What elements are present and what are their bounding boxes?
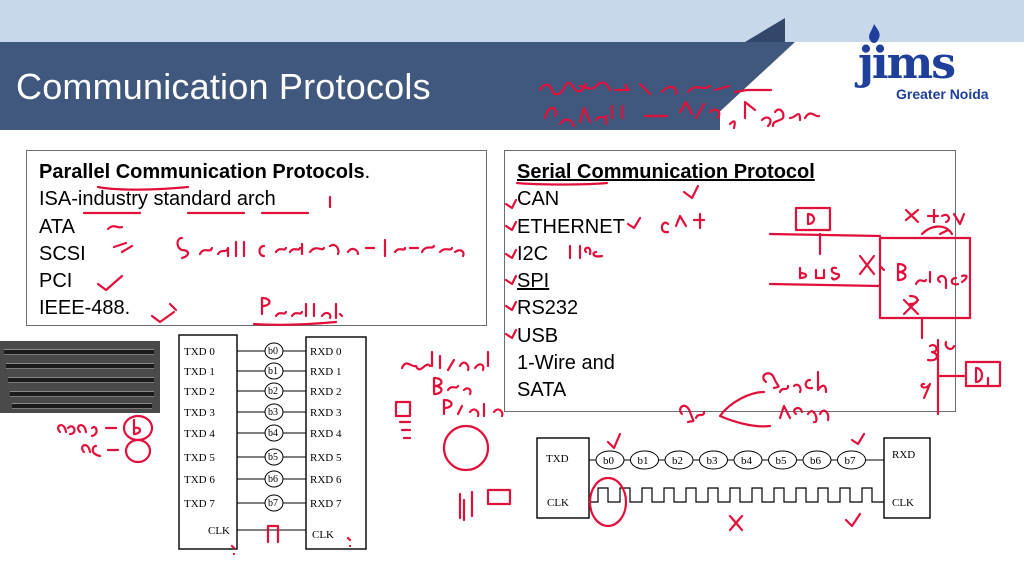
parallel-bit-label: b3 bbox=[268, 407, 278, 418]
parallel-rxd-label: RXD 6 bbox=[310, 474, 342, 486]
parallel-rxd-label: RXD 5 bbox=[310, 452, 342, 464]
serial-bit-label: b1 bbox=[638, 455, 649, 467]
header-top-band bbox=[0, 0, 1024, 42]
serial-protocols-box: Serial Communication Protocol CAN ETHERN… bbox=[504, 150, 956, 412]
slide-title: Communication Protocols bbox=[16, 66, 431, 107]
serial-clock-waveform bbox=[589, 487, 884, 503]
serial-item: SATA bbox=[517, 379, 567, 402]
serial-item: RS232 bbox=[517, 297, 579, 320]
parallel-clk-right-label: CLK bbox=[312, 529, 334, 541]
parallel-rxd-label: RXD 2 bbox=[310, 386, 341, 398]
serial-bit-circle bbox=[802, 450, 832, 470]
parallel-bit-circle bbox=[264, 424, 284, 442]
serial-transmission-diagram: TXD CLK RXD CLK b0 b1 b2 b3 b4 b5 b6 b7 bbox=[536, 437, 931, 519]
serial-clk-left-label: CLK bbox=[547, 497, 569, 509]
serial-bit-label: b0 bbox=[603, 455, 615, 467]
serial-bit-circle bbox=[630, 450, 659, 470]
parallel-protocols-box: Parallel Communication Protocols. ISA-in… bbox=[26, 150, 487, 326]
parallel-bit-circle bbox=[264, 403, 284, 421]
parallel-heading: Parallel Communication Protocols bbox=[39, 161, 365, 183]
parallel-bit-label: b6 bbox=[268, 474, 278, 485]
serial-item: I2C bbox=[517, 242, 549, 265]
parallel-txd-label: TXD 5 bbox=[184, 452, 215, 464]
serial-item: ETHERNET bbox=[517, 215, 625, 238]
flame-icon bbox=[869, 24, 880, 43]
parallel-txd-label: TXD 6 bbox=[184, 474, 215, 486]
institute-logo: jims Greater Noida bbox=[858, 24, 1018, 104]
serial-bit-label: b6 bbox=[810, 455, 822, 467]
title-bar-tail bbox=[700, 42, 795, 130]
parallel-bit-label: b5 bbox=[268, 452, 278, 463]
parallel-rxd-label: RXD 1 bbox=[310, 366, 341, 378]
serial-rxd-label: RXD bbox=[892, 449, 915, 461]
parallel-txd-label: TXD 2 bbox=[184, 386, 215, 398]
parallel-clk-left-label: CLK bbox=[208, 525, 230, 537]
serial-bit-label: b4 bbox=[741, 455, 753, 467]
parallel-rxd-label: RXD 3 bbox=[310, 407, 342, 419]
parallel-rxd-label: RXD 0 bbox=[310, 346, 342, 358]
parallel-item: PCI bbox=[39, 270, 73, 293]
parallel-bit-label: b7 bbox=[268, 498, 278, 509]
serial-bit-circle bbox=[595, 450, 625, 470]
serial-bit-label: b5 bbox=[776, 455, 788, 467]
parallel-item: ATA bbox=[39, 215, 75, 238]
serial-item: USB bbox=[517, 324, 559, 347]
parallel-bit-circle bbox=[264, 342, 284, 360]
parallel-txd-label: TXD 4 bbox=[184, 428, 215, 440]
title-accent-shape bbox=[745, 18, 785, 42]
parallel-rxd-label: RXD 4 bbox=[310, 428, 342, 440]
parallel-bit-circle bbox=[264, 470, 284, 488]
serial-bit-circle bbox=[664, 450, 694, 470]
serial-bit-label: b7 bbox=[845, 455, 857, 467]
serial-bit-circle bbox=[699, 450, 728, 470]
logo-wordmark: jims bbox=[858, 38, 956, 89]
serial-item: SPI bbox=[517, 270, 550, 293]
parallel-txd-label: TXD 7 bbox=[184, 498, 215, 510]
serial-item: 1-Wire and bbox=[517, 352, 615, 375]
serial-item: CAN bbox=[517, 188, 560, 211]
parallel-heading-line: Parallel Communication Protocols. bbox=[39, 159, 486, 186]
parallel-item: SCSI bbox=[39, 242, 86, 265]
parallel-bit-circle bbox=[264, 494, 284, 512]
parallel-rxd-label: RXD 7 bbox=[310, 498, 342, 510]
parallel-bit-label: b1 bbox=[268, 366, 278, 377]
parallel-bit-label: b0 bbox=[268, 346, 278, 357]
serial-heading: Serial Communication Protocol bbox=[517, 161, 815, 183]
parallel-txd-label: TXD 1 bbox=[184, 366, 215, 378]
parallel-txd-label: TXD 0 bbox=[184, 346, 215, 358]
parallel-bit-label: b2 bbox=[268, 386, 278, 397]
parallel-heading-period: . bbox=[364, 161, 371, 183]
parallel-bit-label: b4 bbox=[268, 428, 278, 439]
serial-txd-label: TXD bbox=[546, 453, 569, 465]
parallel-transmission-diagram: TXD 0 b0 RXD 0 TXD 1 b1 RXD 1 TXD 2 b2 RXD 2 TXD … bbox=[178, 334, 367, 550]
parallel-txd-label: TXD 3 bbox=[184, 407, 215, 419]
parallel-item: IEEE-488. bbox=[39, 297, 131, 320]
serial-bit-circle bbox=[733, 450, 763, 470]
parallel-bit-circle bbox=[264, 382, 284, 400]
logo-subtitle: Greater Noida bbox=[896, 86, 989, 102]
serial-bit-label: b2 bbox=[672, 455, 683, 467]
serial-clk-right-label: CLK bbox=[892, 497, 914, 509]
serial-bit-label: b3 bbox=[707, 455, 719, 467]
parallel-item: ISA-industry standard arch bbox=[39, 188, 276, 211]
serial-bit-circle bbox=[837, 450, 866, 470]
serial-bit-circle bbox=[768, 450, 797, 470]
parallel-bit-circle bbox=[264, 362, 284, 380]
expansion-slots-photo bbox=[0, 341, 160, 413]
parallel-bit-circle bbox=[264, 448, 284, 466]
